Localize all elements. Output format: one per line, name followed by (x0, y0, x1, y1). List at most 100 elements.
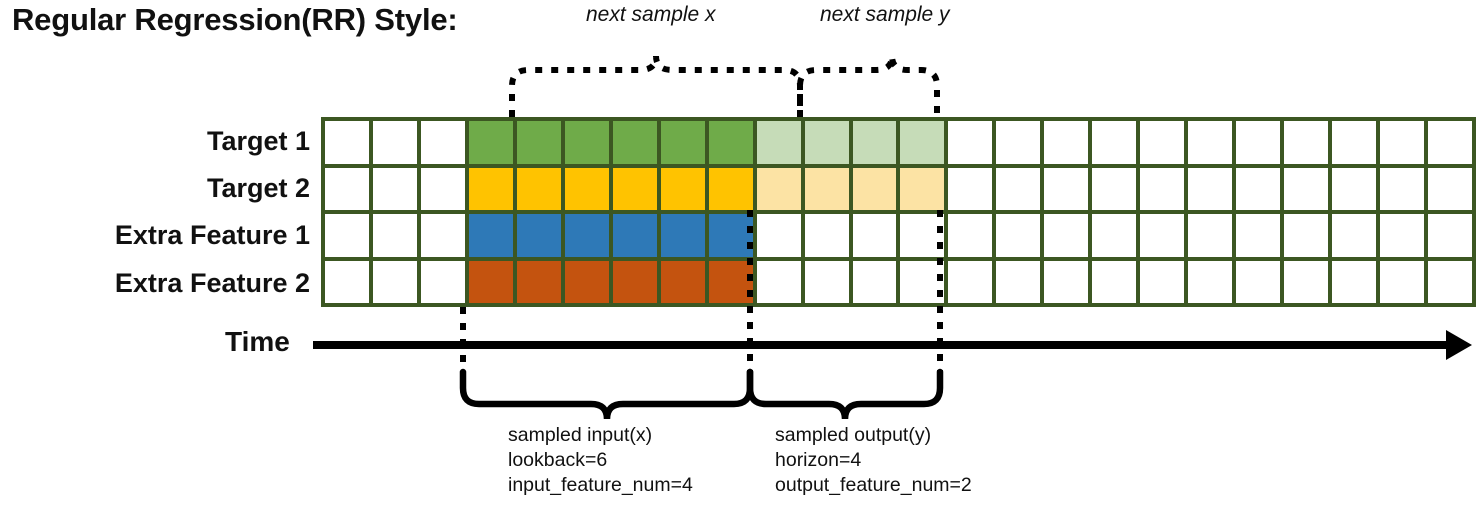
grid-cell-r2-c21-empty (1284, 167, 1329, 210)
grid-cell-r1-c5-input (516, 121, 561, 164)
grid-cell-r4-c6-input (564, 260, 609, 303)
grid-cell-r1-c19-empty (1188, 121, 1233, 164)
grid-cell-r4-c21-empty (1284, 260, 1329, 303)
grid-cell-r1-c22-empty (1332, 121, 1377, 164)
row-label-target-2: Target 2 (206, 173, 310, 203)
grid-cell-r4-c16-empty (1044, 260, 1089, 303)
grid-cell-r1-c4-input (468, 121, 513, 164)
grid-cell-r2-c20-empty (1236, 167, 1281, 210)
grid-cell-r2-c14-empty (948, 167, 993, 210)
grid-cell-r4-c7-input (612, 260, 657, 303)
grid-cell-r3-c14-empty (948, 214, 993, 257)
grid-cell-r2-c15-empty (996, 167, 1041, 210)
grid-cell-r4-c5-input (516, 260, 561, 303)
grid-cell-r3-c21-empty (1284, 214, 1329, 257)
grid-cell-r1-c18-empty (1140, 121, 1185, 164)
grid-cell-r1-c6-input (564, 121, 609, 164)
grid-cell-r3-c9-input (708, 214, 753, 257)
grid-cell-r1-c17-empty (1092, 121, 1137, 164)
grid-cell-r3-c13-empty (900, 214, 945, 257)
grid-cell-r3-c18-empty (1140, 214, 1185, 257)
grid-cell-r4-c17-empty (1092, 260, 1137, 303)
row-label-extra-feature-1: Extra Feature 1 (114, 220, 310, 250)
caption-line: output_feature_num=2 (775, 474, 972, 496)
grid-cell-r1-c23-empty (1380, 121, 1425, 164)
grid-cell-r1-c21-empty (1284, 121, 1329, 164)
row-label-target-1: Target 1 (206, 126, 310, 156)
caption-line: lookback=6 (508, 449, 608, 471)
grid-cell-r2-c11-output (804, 167, 849, 210)
grid-cell-r3-c2-empty (372, 214, 417, 257)
caption-line: sampled input(x) (508, 424, 653, 446)
grid-cell-r1-c1-empty (325, 121, 369, 164)
grid-cell-r1-c12-output (852, 121, 897, 164)
grid-cell-r3-c23-empty (1380, 214, 1425, 257)
grid-cell-r2-c13-output (900, 167, 945, 210)
grid-cell-r4-c18-empty (1140, 260, 1185, 303)
grid-cell-r4-c20-empty (1236, 260, 1281, 303)
top-brace-label-next-sample-y: next sample y (820, 3, 950, 26)
grid-cell-r2-c5-input (516, 167, 561, 210)
grid-cell-r2-c22-empty (1332, 167, 1377, 210)
grid-cell-r1-c7-input (612, 121, 657, 164)
grid-cell-r1-c9-input (708, 121, 753, 164)
grid-cell-r4-c22-empty (1332, 260, 1377, 303)
grid-cell-r1-c24-empty (1428, 121, 1472, 164)
grid-cell-r2-c17-empty (1092, 167, 1137, 210)
grid-cell-r2-c7-input (612, 167, 657, 210)
grid-cell-r3-c11-empty (804, 214, 849, 257)
grid-cell-r4-c23-empty (1380, 260, 1425, 303)
grid-cell-r2-c12-output (852, 167, 897, 210)
grid-cell-r4-c9-input (708, 260, 753, 303)
grid-cell-r3-c6-input (564, 214, 609, 257)
grid-cell-r2-c18-empty (1140, 167, 1185, 210)
time-axis-arrowhead (1446, 330, 1472, 360)
grid-cell-r4-c4-input (468, 260, 513, 303)
grid-cell-r4-c8-input (660, 260, 705, 303)
grid-cell-r2-c24-empty (1428, 167, 1472, 210)
grid-cell-r3-c12-empty (852, 214, 897, 257)
grid-cell-r3-c20-empty (1236, 214, 1281, 257)
caption-line: horizon=4 (775, 449, 862, 471)
grid-cell-r4-c2-empty (372, 260, 417, 303)
grid-cell-r4-c12-empty (852, 260, 897, 303)
grid-cell-r3-c5-input (516, 214, 561, 257)
grid-cell-r4-c15-empty (996, 260, 1041, 303)
top-dotted-brace-y (797, 55, 940, 117)
grid-cell-r1-c15-empty (996, 121, 1041, 164)
top-dotted-brace-x (509, 55, 803, 117)
grid-cell-r3-c4-input (468, 214, 513, 257)
grid-cell-r4-c10-empty (756, 260, 801, 303)
grid-cell-r3-c8-input (660, 214, 705, 257)
row-label-extra-feature-2: Extra Feature 2 (114, 268, 310, 298)
grid-cell-r4-c14-empty (948, 260, 993, 303)
grid-cell-r3-c24-empty (1428, 214, 1472, 257)
grid-cell-r2-c6-input (564, 167, 609, 210)
grid-cell-r1-c2-empty (372, 121, 417, 164)
timeline-grid (321, 117, 1476, 307)
grid-cell-r4-c24-empty (1428, 260, 1472, 303)
grid-cell-r3-c3-empty (420, 214, 465, 257)
grid-cell-r1-c13-output (900, 121, 945, 164)
grid-cell-r4-c13-empty (900, 260, 945, 303)
grid-cell-r1-c10-output (756, 121, 801, 164)
caption-sampled-input: sampled input(x) lookback=6 input_featur… (508, 423, 693, 498)
grid-cell-r2-c23-empty (1380, 167, 1425, 210)
grid-cell-r3-c22-empty (1332, 214, 1377, 257)
caption-line: input_feature_num=4 (508, 474, 693, 496)
grid-cell-r3-c19-empty (1188, 214, 1233, 257)
caption-sampled-output: sampled output(y) horizon=4 output_featu… (775, 423, 972, 498)
time-axis (313, 330, 1472, 360)
grid-cell-r1-c16-empty (1044, 121, 1089, 164)
grid-cell-r3-c16-empty (1044, 214, 1089, 257)
grid-cell-r2-c3-empty (420, 167, 465, 210)
grid-cell-r4-c1-empty (325, 260, 369, 303)
caption-line: sampled output(y) (775, 424, 932, 446)
grid-cell-r1-c14-empty (948, 121, 993, 164)
grid-cell-r2-c19-empty (1188, 167, 1233, 210)
grid-cell-r4-c3-empty (420, 260, 465, 303)
grid-cell-r3-c1-empty (325, 214, 369, 257)
grid-cell-r2-c10-output (756, 167, 801, 210)
grid-cell-r4-c11-empty (804, 260, 849, 303)
